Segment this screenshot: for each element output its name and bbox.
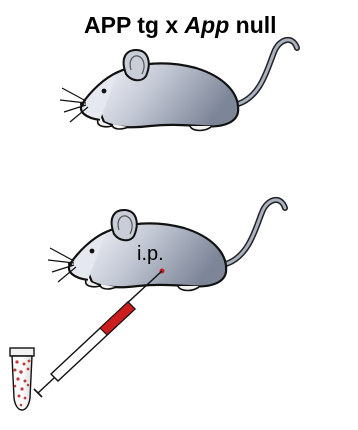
tube-icon [10,348,34,410]
injection-route-label: i.p. [137,243,164,266]
mouse-bottom-icon [48,200,285,291]
syringe-icon [34,271,162,397]
mouse-top-icon [60,40,297,131]
